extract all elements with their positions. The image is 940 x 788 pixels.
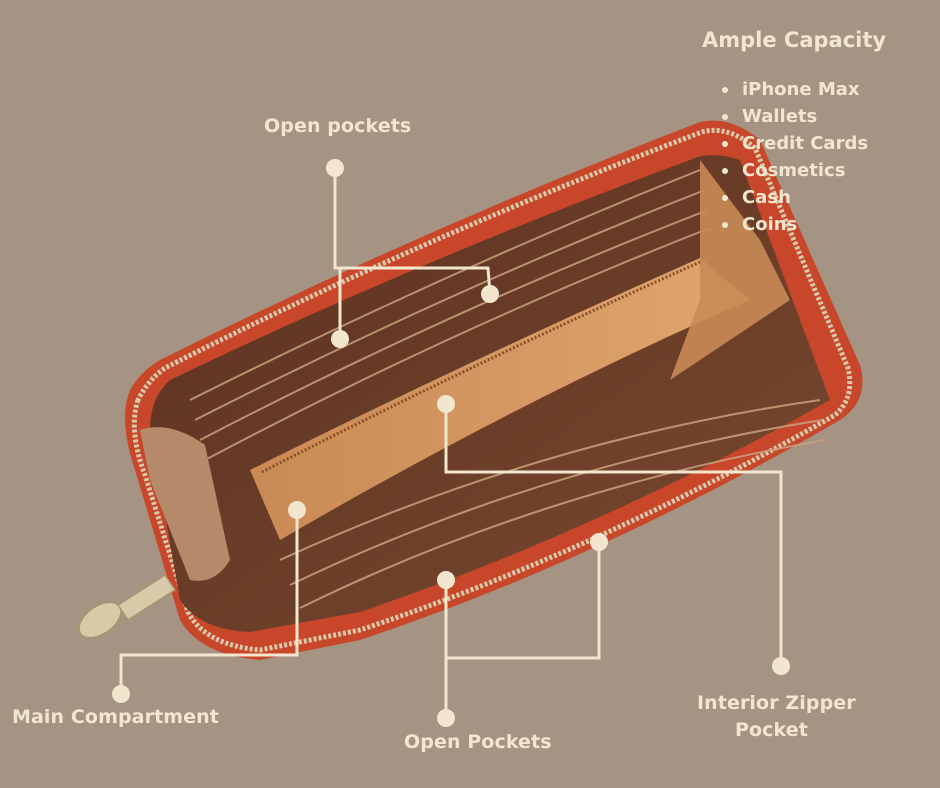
interior-zipper-label-line2: Pocket bbox=[735, 719, 808, 741]
capacity-item: Credit Cards bbox=[722, 132, 868, 159]
open-pockets-top-label: Open pockets bbox=[264, 115, 412, 137]
open-pockets-bottom-label: Open Pockets bbox=[404, 731, 552, 753]
capacity-list: iPhone Max Wallets Credit Cards Cosmetic… bbox=[722, 78, 868, 240]
capacity-item: Cosmetics bbox=[722, 159, 868, 186]
capacity-title: Ample Capacity bbox=[702, 28, 887, 52]
zipper-track bbox=[131, 127, 853, 653]
callout-dots bbox=[112, 159, 790, 727]
zip-line bbox=[261, 260, 701, 474]
capacity-item: iPhone Max bbox=[722, 78, 868, 105]
capacity-item: Cash bbox=[722, 186, 868, 213]
main-compartment-label: Main Compartment bbox=[12, 706, 219, 728]
bottom-pocket-lines bbox=[279, 399, 826, 609]
right-gusset bbox=[670, 160, 790, 380]
zipper-pull bbox=[77, 573, 177, 639]
zip-pocket bbox=[250, 258, 750, 540]
capacity-item: Wallets bbox=[722, 105, 868, 132]
capacity-item: Coins bbox=[722, 213, 868, 240]
interior-zipper-label-line1: Interior Zipper bbox=[697, 692, 856, 714]
left-gusset bbox=[140, 427, 230, 581]
top-pocket-lines bbox=[189, 169, 711, 461]
callout-lines bbox=[119, 168, 783, 718]
